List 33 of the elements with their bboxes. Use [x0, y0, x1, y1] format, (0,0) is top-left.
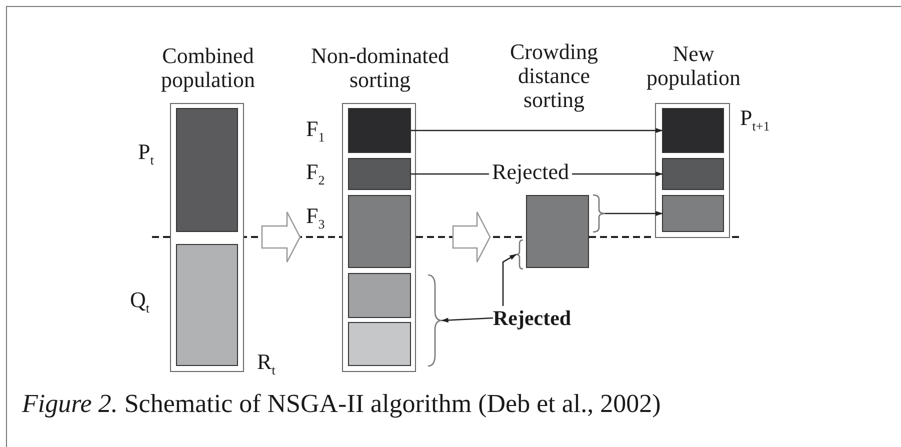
- population-block: [176, 244, 238, 366]
- set-label: F$_{1}$: [306, 117, 325, 146]
- curly-brace: [516, 240, 523, 269]
- arrow: [411, 128, 663, 133]
- population-block: [662, 108, 724, 153]
- arrow: [605, 211, 663, 216]
- hollow-arrow: [452, 211, 491, 263]
- population-block: [662, 195, 724, 232]
- column-heading: New population: [645, 42, 742, 90]
- population-block: [348, 108, 411, 153]
- arrow: [441, 317, 494, 323]
- arrow: [502, 254, 517, 306]
- curly-brace: [428, 275, 442, 366]
- sorting-block: [526, 195, 589, 268]
- column-heading: Crowding distance sorting: [509, 40, 599, 112]
- set-label: R$_{t}$: [257, 350, 276, 380]
- column-heading: Combined population: [160, 44, 256, 92]
- figure-caption: Figure 2. Schematic of NSGA-II algorithm (Deb et al., 2002): [22, 389, 661, 419]
- set-label: P$_{t}$: [138, 140, 154, 170]
- population-block: [176, 108, 238, 232]
- population-block: [348, 195, 411, 268]
- rejected-label: Rejected: [493, 306, 575, 330]
- hollow-arrow: [261, 211, 301, 263]
- population-block: [348, 322, 411, 366]
- population-block: [662, 158, 724, 190]
- set-label: F$_{3}$: [306, 204, 325, 234]
- column-heading: Non-dominated sorting: [310, 44, 450, 92]
- set-label: F$_{2}$: [306, 160, 325, 190]
- set-label: P$_{t+1}$: [740, 106, 770, 136]
- population-block: [348, 273, 411, 318]
- set-label: Q$_{t}$: [130, 288, 150, 318]
- curly-brace: [593, 195, 605, 232]
- population-block: [348, 158, 411, 190]
